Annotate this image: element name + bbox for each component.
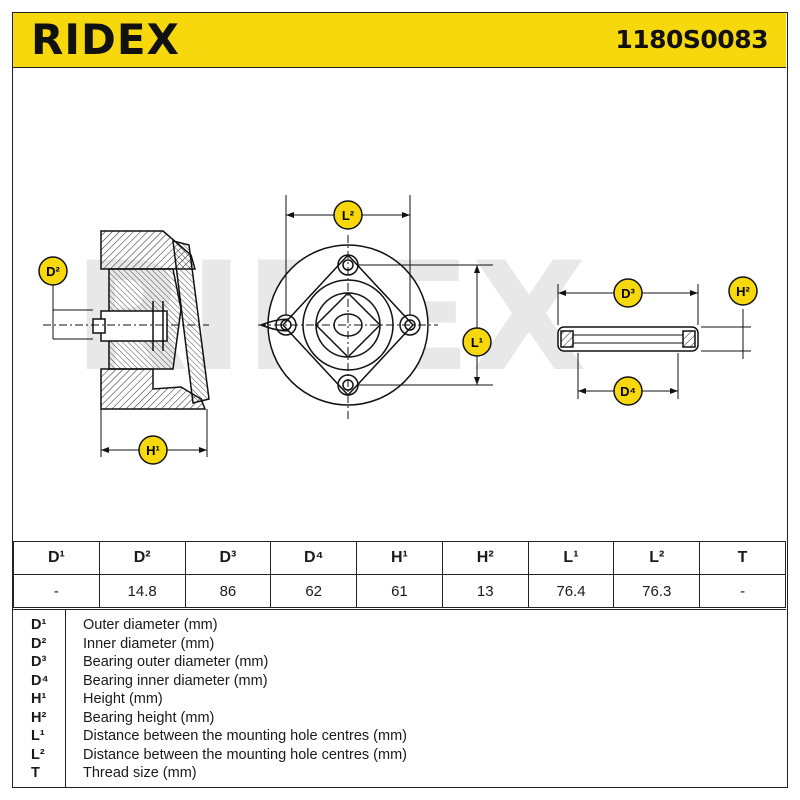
legend: D¹ Outer diameter (mm) D² Inner diameter… [13,609,786,788]
legend-symbol: T [31,765,40,781]
legend-symbol: H¹ [31,691,47,707]
legend-text: Height (mm) [83,691,163,707]
legend-text: Inner diameter (mm) [83,635,215,652]
spec-value-cell: 76.4 [527,574,615,608]
legend-text: Outer diameter (mm) [83,617,218,633]
legend-symbol: H² [31,709,47,726]
svg-text:L¹: L¹ [471,335,483,350]
badge-h1: H¹ [138,435,168,465]
spec-value-cell: 14.8 [98,574,186,608]
spec-header-cell: D⁴ [270,541,358,575]
svg-text:D³: D³ [621,286,635,301]
svg-text:L²: L² [342,208,355,223]
spec-value-cell: 61 [356,574,443,608]
legend-text: Distance between the mounting hole centr… [83,728,407,744]
legend-symbol: D¹ [31,617,47,633]
spec-value-cell: 76.3 [613,574,701,608]
legend-item: D³ Bearing outer diameter (mm) [13,653,786,672]
legend-symbol: L² [31,746,45,763]
legend-text: Thread size (mm) [83,765,197,781]
legend-text: Bearing outer diameter (mm) [83,654,269,670]
legend-symbol: D⁴ [31,672,49,689]
legend-text: Bearing height (mm) [83,709,215,726]
legend-item: T Thread size (mm) [13,764,786,783]
spec-value-cell: 13 [441,574,529,608]
brand-logo: RIDEX [31,15,180,64]
legend-item: D² Inner diameter (mm) [13,635,786,654]
legend-symbol: D² [31,635,47,652]
svg-text:H²: H² [736,284,750,299]
spec-sheet: RIDEX 1180S0083 RIDEX [12,12,788,788]
bearing-view [557,284,751,399]
badge-l2: L² [333,200,363,230]
top-view [258,195,493,419]
badge-d2: D² [38,256,68,286]
badge-l1: L¹ [462,327,492,357]
svg-text:D⁴: D⁴ [620,384,636,399]
svg-text:D²: D² [46,264,60,279]
spec-header-row: D¹ D² D³ D⁴ H¹ H² L¹ L² T [13,541,786,575]
spec-header-cell: H² [441,541,529,575]
spec-value-row: - 14.8 86 62 61 13 76.4 76.3 - [13,574,786,608]
badge-d4: D⁴ [613,376,643,406]
spec-header-cell: D¹ [13,541,100,575]
spec-header-cell: L¹ [527,541,615,575]
header-bar: RIDEX 1180S0083 [13,13,786,68]
legend-item: L¹ Distance between the mounting hole ce… [13,727,786,746]
legend-text: Distance between the mounting hole centr… [83,746,407,763]
legend-item: D⁴ Bearing inner diameter (mm) [13,672,786,691]
spec-header-cell: L² [613,541,701,575]
spec-value-cell: 62 [270,574,358,608]
legend-symbol: D³ [31,654,47,670]
spec-header-cell: T [699,541,786,575]
badge-d3: D³ [613,278,643,308]
spec-header-cell: D³ [184,541,272,575]
side-section-view [43,230,210,457]
spec-value-cell: 86 [184,574,272,608]
part-number: 1180S0083 [615,25,768,54]
technical-drawing: RIDEX [38,195,758,465]
spec-header-cell: H¹ [356,541,443,575]
legend-divider [65,610,66,788]
spec-value-cell: - [699,574,786,608]
spec-header-cell: D² [98,541,186,575]
legend-symbol: L¹ [31,728,45,744]
badge-h2: H² [728,276,758,306]
legend-item: D¹ Outer diameter (mm) [13,616,786,635]
svg-text:H¹: H¹ [146,443,160,458]
spec-table: D¹ D² D³ D⁴ H¹ H² L¹ L² T - 14.8 86 62 6… [13,541,786,608]
legend-item: H² Bearing height (mm) [13,709,786,728]
legend-item: L² Distance between the mounting hole ce… [13,746,786,765]
legend-text: Bearing inner diameter (mm) [83,672,268,689]
legend-item: H¹ Height (mm) [13,690,786,709]
spec-value-cell: - [13,574,100,608]
